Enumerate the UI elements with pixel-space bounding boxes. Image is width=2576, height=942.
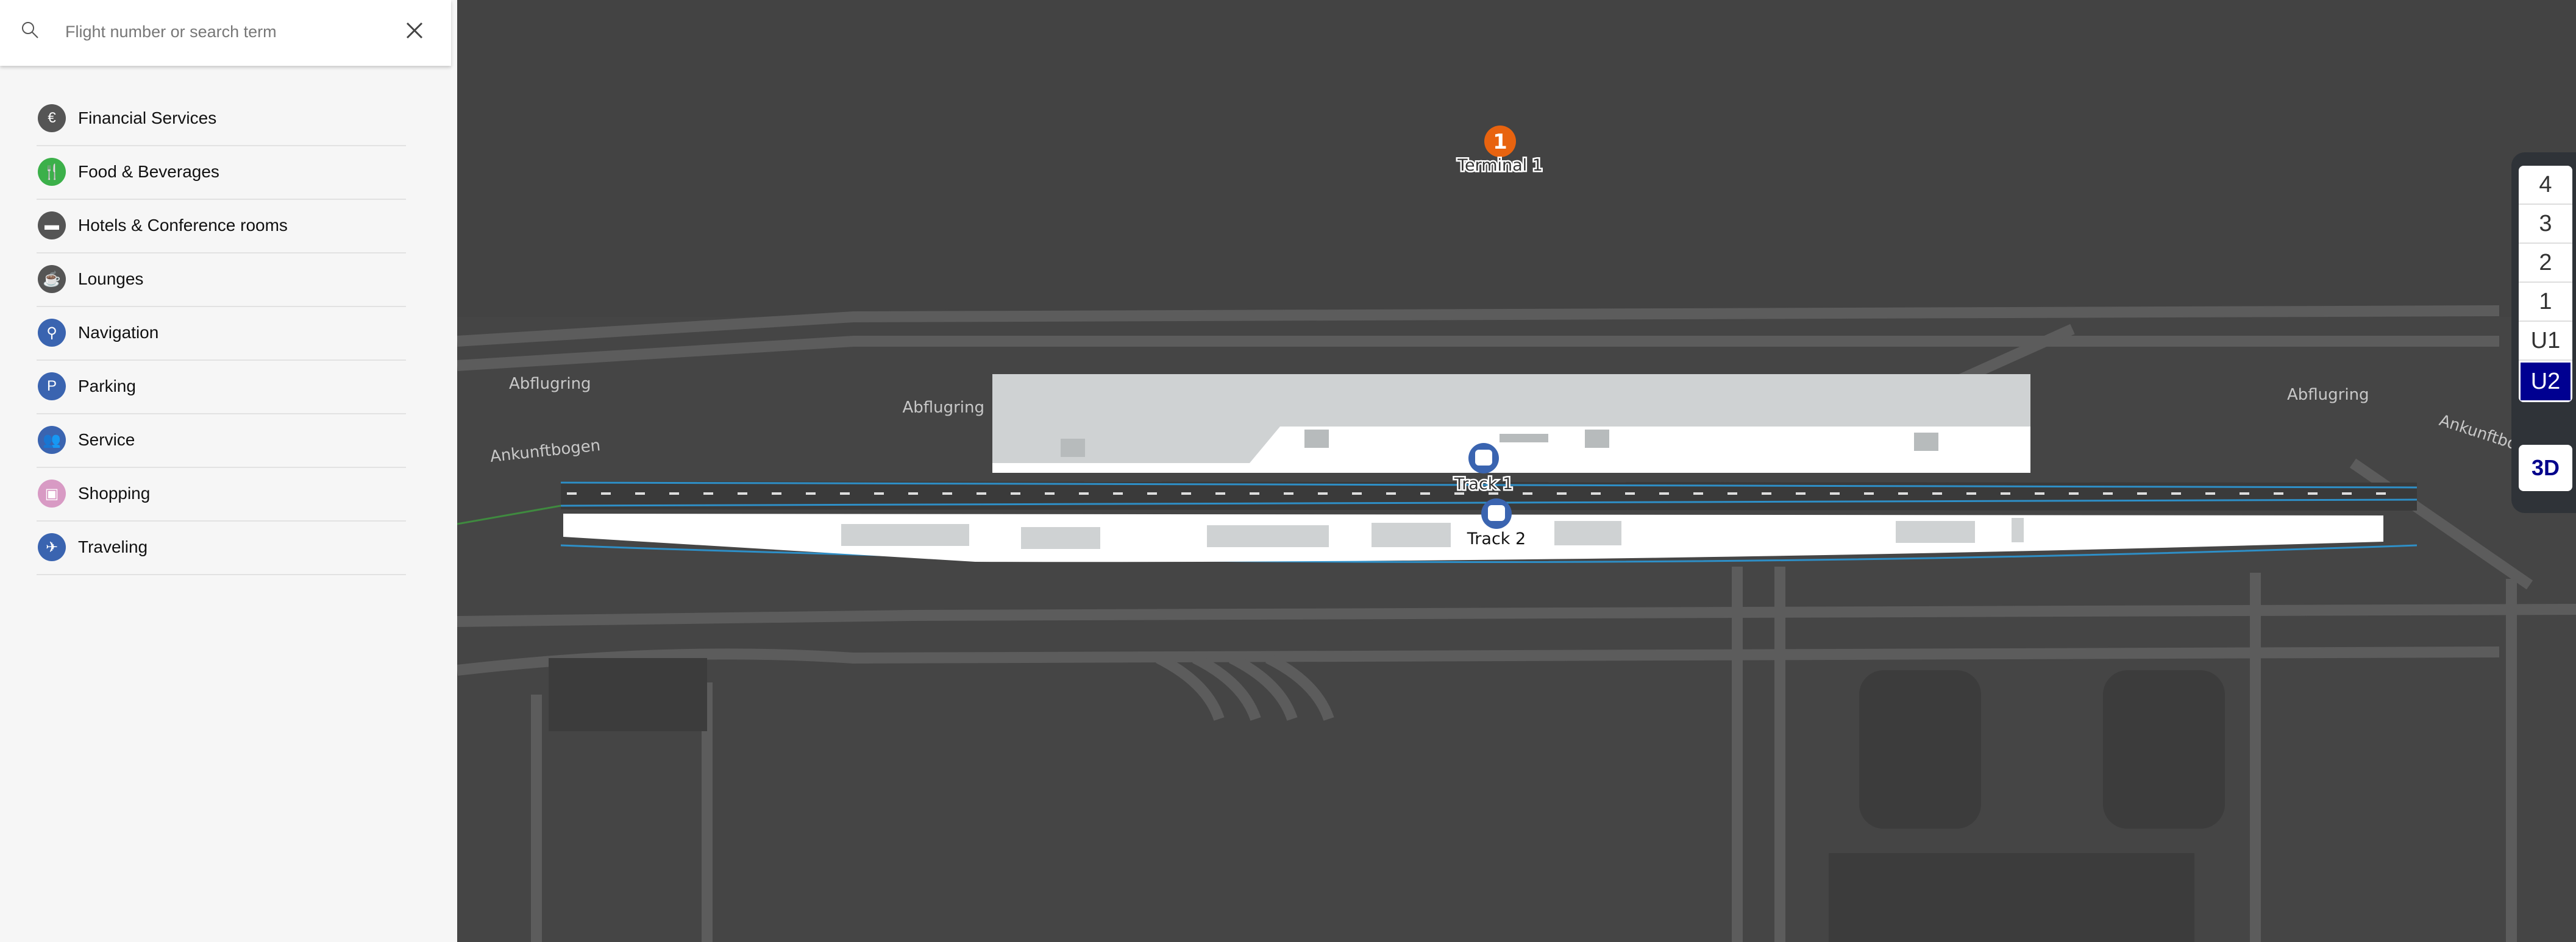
terminal-building — [992, 374, 2030, 473]
shopping-bag-icon: ▣ — [38, 480, 66, 508]
map-pin-icon: ⚲ — [38, 319, 66, 347]
floor-button[interactable]: 3 — [2519, 205, 2572, 244]
floor-button[interactable]: 2 — [2519, 244, 2572, 283]
category-label: Lounges — [78, 269, 144, 288]
track-2-marker[interactable]: Track 2 — [1467, 498, 1526, 548]
close-icon[interactable] — [402, 18, 427, 43]
category-item[interactable]: ▣ Shopping — [37, 467, 406, 522]
category-label: Hotels & Conference rooms — [78, 216, 288, 235]
category-item[interactable]: € Financial Services — [37, 91, 406, 146]
street-label: Abflugring — [2287, 386, 2369, 404]
terminal-1-marker[interactable]: 1 Terminal 1 — [1456, 126, 1544, 177]
bed-icon: ▬ — [38, 211, 66, 239]
category-item[interactable]: ▬ Hotels & Conference rooms — [37, 199, 406, 253]
floor-button[interactable]: U2 — [2519, 361, 2572, 402]
category-item[interactable]: 🍴 Food & Beverages — [37, 145, 406, 200]
track-1-marker[interactable]: Track 1 — [1452, 443, 1515, 495]
platform — [563, 514, 2383, 562]
street-label: Abflugring — [509, 375, 591, 393]
terminal-number: 1 — [1493, 130, 1507, 154]
category-item[interactable]: ✈ Traveling — [37, 520, 406, 575]
service-people-icon: 👥 — [38, 426, 66, 454]
terminal-badge[interactable] — [1484, 126, 1516, 157]
floor-button[interactable]: U1 — [2519, 322, 2572, 361]
track-label: Track 2 — [1467, 529, 1526, 548]
terminal-label: Terminal 1 — [1457, 156, 1543, 175]
category-item[interactable]: 👥 Service — [37, 413, 406, 468]
money-icon: € — [38, 104, 66, 132]
floor-button[interactable]: 4 — [2519, 166, 2572, 205]
roads — [456, 305, 2576, 942]
category-label: Navigation — [78, 323, 159, 342]
category-label: Food & Beverages — [78, 162, 219, 181]
category-label: Service — [78, 430, 135, 449]
category-label: Financial Services — [78, 108, 217, 127]
track-label: Track 1 — [1454, 475, 1513, 494]
3d-toggle-button[interactable]: 3D — [2519, 445, 2572, 491]
street-label: Abflugring — [902, 398, 984, 417]
parking-icon: P — [38, 372, 66, 400]
lounge-icon: ☕ — [38, 265, 66, 293]
category-label: Shopping — [78, 484, 151, 503]
search-bar — [0, 0, 451, 66]
category-item[interactable]: ☕ Lounges — [37, 252, 406, 307]
search-icon — [22, 22, 38, 38]
category-item[interactable]: P Parking — [37, 359, 406, 414]
floor-button[interactable]: 1 — [2519, 283, 2572, 322]
blocks — [549, 658, 2225, 942]
category-item[interactable]: ⚲ Navigation — [37, 306, 406, 361]
track-band — [457, 481, 2418, 563]
search-input[interactable] — [64, 17, 383, 46]
cutlery-icon: 🍴 — [38, 158, 66, 186]
category-label: Traveling — [78, 537, 148, 556]
sidebar: € Financial Services 🍴 Food & Beverages ▬ Hot… — [0, 0, 457, 942]
airplane-icon: ✈ — [38, 533, 66, 561]
category-label: Parking — [78, 377, 136, 395]
